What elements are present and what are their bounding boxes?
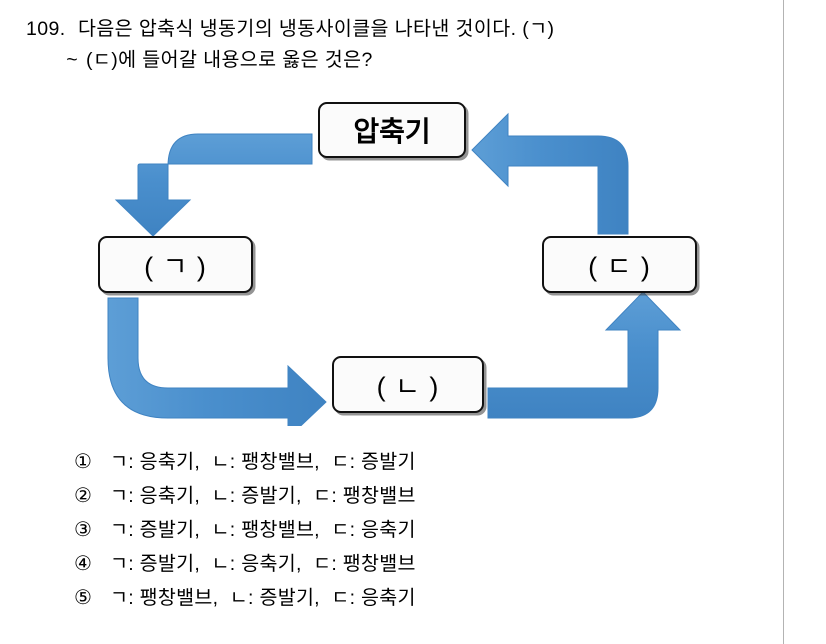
- arrow-b-to-c: [487, 291, 682, 419]
- answer-choice-5-text: ㄱ: 팽창밸브, ㄴ: 증발기, ㄷ: 응축기: [110, 587, 416, 609]
- range-tilde: ~: [66, 49, 78, 71]
- answer-choice-3[interactable]: ③ ㄱ: 증발기, ㄴ: 팽창밸브, ㄷ: 응축기: [74, 512, 714, 546]
- answer-choice-2[interactable]: ② ㄱ: 응축기, ㄴ: 증발기, ㄷ: 팽창밸브: [74, 478, 714, 512]
- diagram-node-b: ( ㄴ ): [332, 356, 484, 413]
- diagram-node-compressor: 압축기: [318, 102, 466, 158]
- diagram-node-compressor-label: 압축기: [353, 116, 431, 147]
- question-number: 109.: [26, 18, 66, 40]
- answer-choice-4[interactable]: ④ ㄱ: 증발기, ㄴ: 응축기, ㄷ: 팽창밸브: [74, 546, 714, 580]
- answer-choice-2-marker: ②: [74, 483, 92, 507]
- answer-choice-list: ① ㄱ: 응축기, ㄴ: 팽창밸브, ㄷ: 증발기 ② ㄱ: 응축기, ㄴ: 증…: [74, 444, 714, 614]
- question-stem-text-1: 다음은 압축식 냉동기의 냉동사이클을 나타낸 것이다. (ㄱ): [78, 18, 555, 40]
- answer-choice-1[interactable]: ① ㄱ: 응축기, ㄴ: 팽창밸브, ㄷ: 증발기: [74, 444, 714, 478]
- diagram-node-a: ( ㄱ ): [98, 236, 253, 293]
- question-stem: 109. 다음은 압축식 냉동기의 냉동사이클을 나타낸 것이다. (ㄱ) ~ …: [26, 14, 746, 76]
- answer-choice-4-marker: ④: [74, 551, 92, 575]
- arrow-a-to-b: [107, 297, 327, 426]
- answer-choice-2-text: ㄱ: 응축기, ㄴ: 증발기, ㄷ: 팽창밸브: [110, 485, 416, 507]
- question-stem-text-2: (ㄷ)에 들어갈 내용으로 옳은 것은?: [86, 49, 373, 71]
- answer-choice-5[interactable]: ⑤ ㄱ: 팽창밸브, ㄴ: 증발기, ㄷ: 응축기: [74, 580, 714, 614]
- answer-choice-1-marker: ①: [74, 449, 92, 473]
- diagram-node-b-label: ( ㄴ ): [376, 372, 440, 402]
- diagram-node-c-label: ( ㄷ ): [588, 252, 651, 282]
- refrigeration-cycle-diagram: 압축기 ( ㄱ ) ( ㄴ ) ( ㄷ ): [80, 96, 740, 426]
- arrow-c-to-compressor: [471, 112, 629, 235]
- arrow-compressor-to-a: [114, 133, 313, 237]
- answer-choice-1-text: ㄱ: 응축기, ㄴ: 팽창밸브, ㄷ: 증발기: [110, 451, 416, 473]
- question-stem-line-2: ~ (ㄷ)에 들어갈 내용으로 옳은 것은?: [26, 45, 746, 76]
- answer-choice-5-marker: ⑤: [74, 585, 92, 609]
- diagram-node-a-label: ( ㄱ ): [144, 252, 207, 282]
- question-stem-line-1: 109. 다음은 압축식 냉동기의 냉동사이클을 나타낸 것이다. (ㄱ): [26, 14, 746, 45]
- page-margin-rule: [783, 0, 784, 644]
- answer-choice-3-marker: ③: [74, 517, 92, 541]
- answer-choice-4-text: ㄱ: 증발기, ㄴ: 응축기, ㄷ: 팽창밸브: [110, 553, 416, 575]
- diagram-node-c: ( ㄷ ): [542, 236, 697, 293]
- cycle-arrows-group: [107, 112, 682, 426]
- answer-choice-3-text: ㄱ: 증발기, ㄴ: 팽창밸브, ㄷ: 응축기: [110, 519, 416, 541]
